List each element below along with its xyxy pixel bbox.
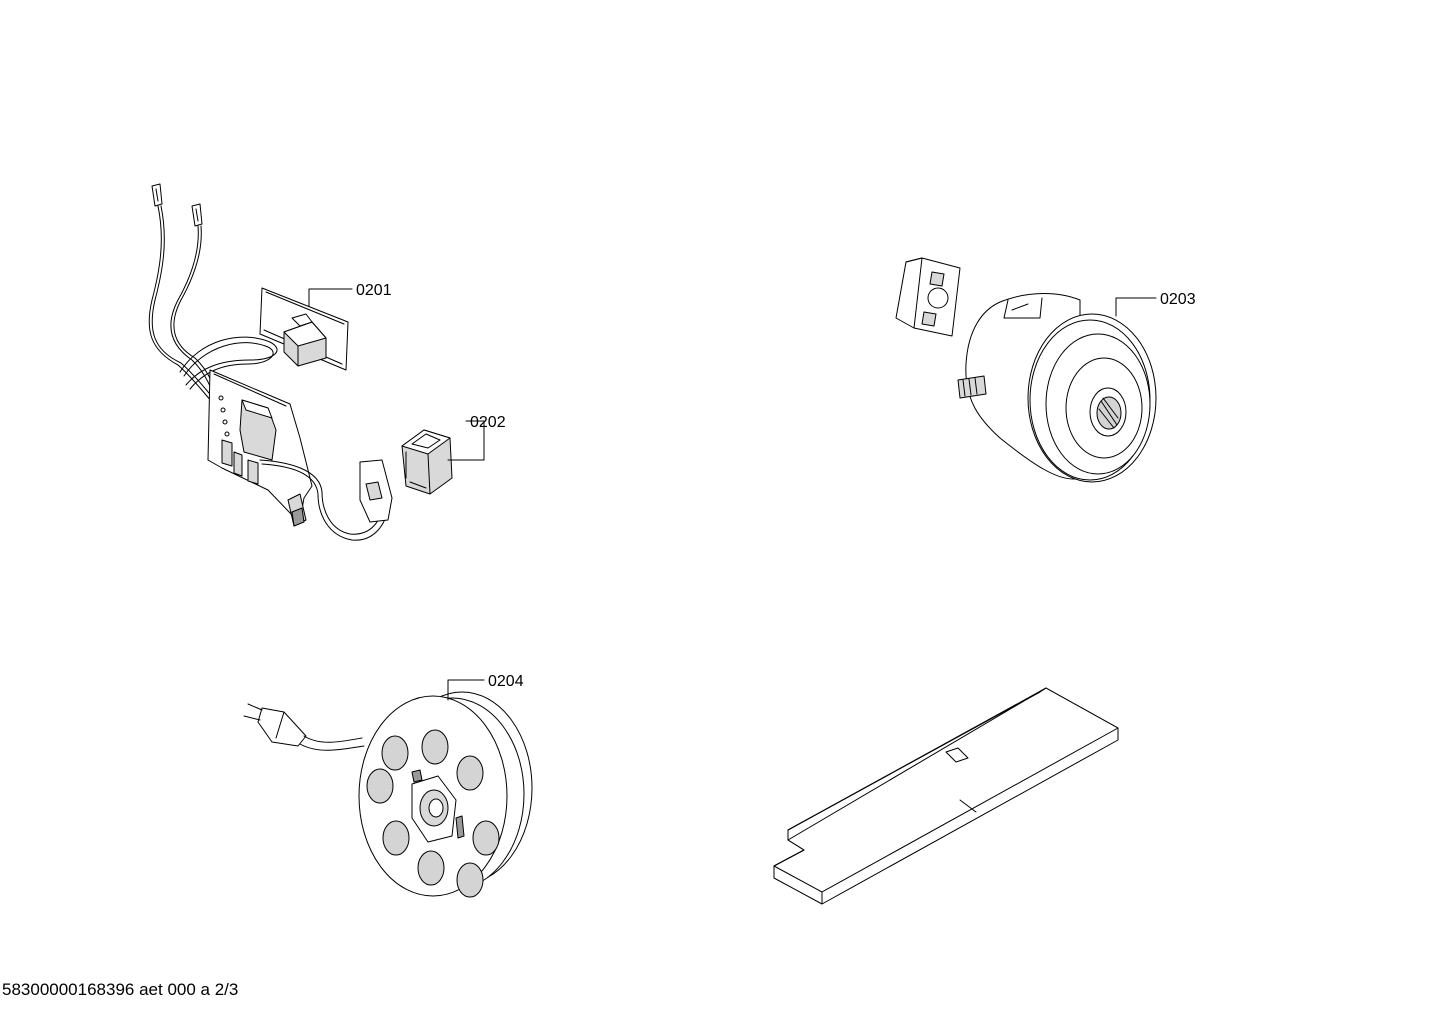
part-label-0202: 0202 [470, 414, 506, 431]
flat-plate-part [773, 687, 1119, 905]
part-label-0203: 0203 [1160, 291, 1196, 308]
part-label-0204: 0204 [488, 673, 524, 690]
part-label-0201: 0201 [356, 282, 392, 299]
wiring-harness-assembly [148, 183, 393, 541]
suppressor-component [401, 429, 453, 495]
document-number: 58300000168396 aet 000 a 2/3 [2, 980, 239, 999]
motor-assembly [895, 257, 1157, 483]
cable-reel-assembly [243, 691, 533, 898]
